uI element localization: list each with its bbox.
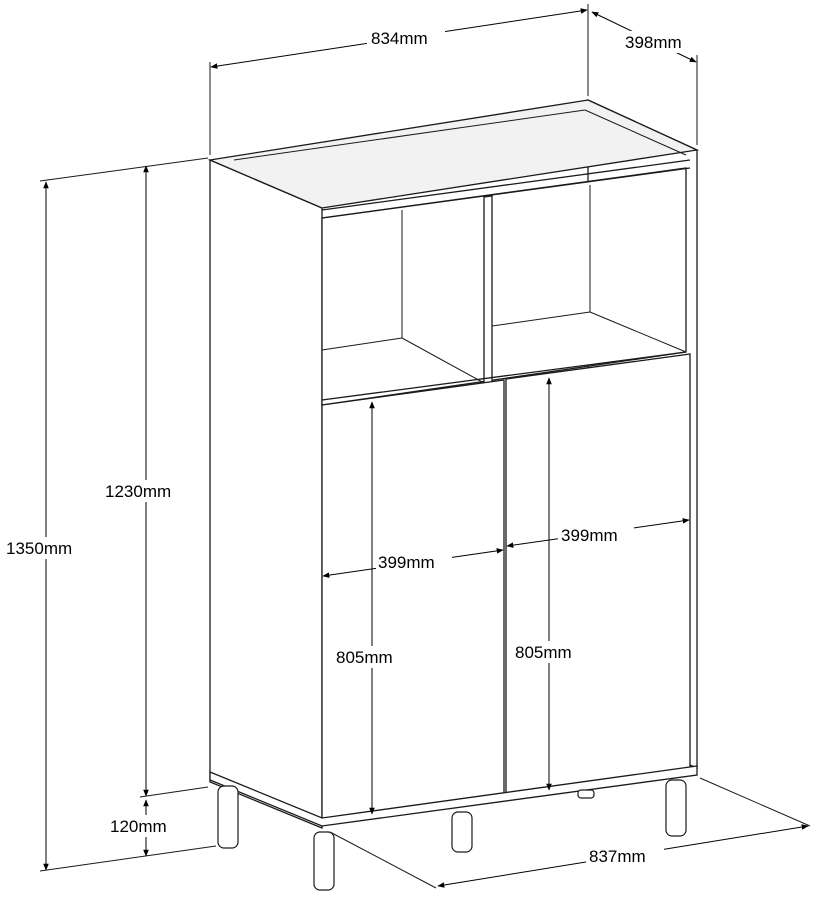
leg-front-left bbox=[217, 785, 239, 849]
label-left-door-height: 805mm bbox=[336, 648, 393, 667]
label-top-width: 834mm bbox=[371, 29, 428, 48]
label-right-door-height: 805mm bbox=[515, 643, 572, 662]
cabinet-top bbox=[207, 99, 700, 209]
cabinet-left-side bbox=[209, 159, 323, 829]
shelf-top-rail-lower bbox=[321, 167, 691, 219]
leg-back-right bbox=[665, 779, 687, 837]
leg-front-right bbox=[313, 831, 335, 891]
shelf-middle-divider bbox=[483, 195, 493, 385]
shelf-bottom-edge bbox=[321, 351, 687, 401]
label-total-height: 1350mm bbox=[6, 539, 72, 558]
base-plinth bbox=[209, 765, 698, 827]
label-leg-height: 120mm bbox=[110, 817, 167, 836]
cabinet bbox=[207, 98, 700, 829]
top-inner-edge-right bbox=[584, 109, 687, 156]
label-depth: 398mm bbox=[625, 33, 682, 52]
divider-floor-line-left bbox=[401, 337, 485, 384]
top-inner-edge bbox=[233, 109, 586, 161]
shelf-left-back-bottom bbox=[321, 337, 403, 351]
shelf-right-back-bottom bbox=[491, 311, 591, 327]
right-door bbox=[505, 353, 691, 799]
legs bbox=[217, 779, 687, 891]
left-door bbox=[321, 379, 505, 823]
leg-back-middle bbox=[451, 811, 473, 853]
dimension-labels: 834mm 398mm 1350mm 1230mm 120mm 399mm 39… bbox=[4, 27, 698, 867]
leg-back-hidden bbox=[577, 789, 595, 799]
label-right-door-width: 399mm bbox=[561, 526, 618, 545]
label-body-height: 1230mm bbox=[105, 482, 171, 501]
label-bottom-width: 837mm bbox=[589, 847, 646, 866]
divider-floor-line-right bbox=[589, 311, 687, 353]
label-left-door-width: 399mm bbox=[378, 553, 435, 572]
shelf-top-rail bbox=[321, 159, 691, 211]
